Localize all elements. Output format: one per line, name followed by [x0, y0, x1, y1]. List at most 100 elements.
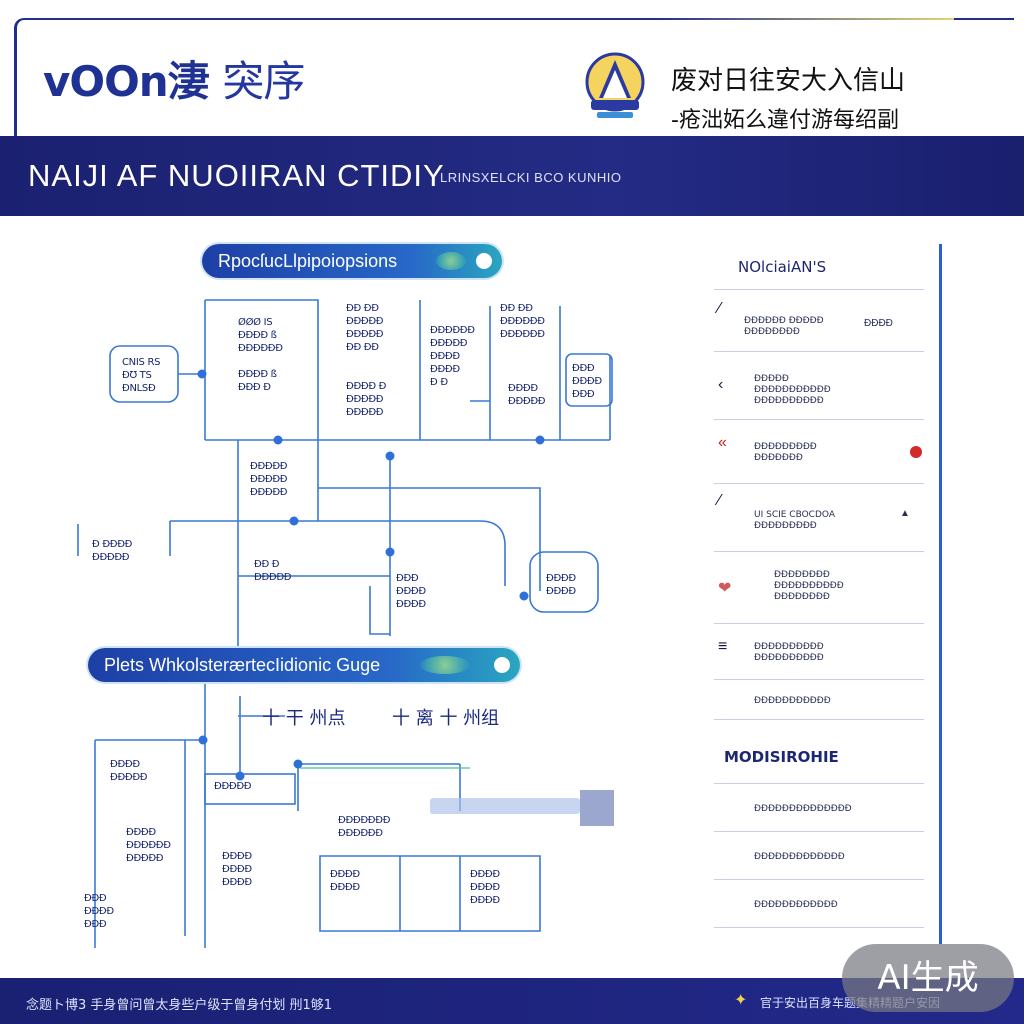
connector-dot — [385, 451, 395, 461]
leaf-icon — [436, 252, 466, 270]
left-node-box — [109, 345, 179, 403]
connector-lines — [77, 299, 614, 948]
pill-dot-icon — [494, 657, 510, 673]
table-node-box — [319, 855, 541, 932]
node-s2-d: ĐĐĐĐ ĐĐĐĐ ĐĐĐĐ — [222, 851, 252, 888]
connector-line — [205, 299, 319, 440]
connector-dot — [198, 735, 208, 745]
sidebar-divider — [714, 282, 924, 290]
brand-main-text: vOOn淒 — [43, 57, 210, 106]
banner-title: NAIJI AF NUOIIRAN CTIDIY — [28, 158, 445, 193]
brand-light-text: 突序 — [222, 57, 305, 106]
title-banner: NAIJI AF NUOIIRAN CTIDIY LRINSXELCKI BCO… — [0, 136, 1024, 216]
connector-dot — [289, 516, 299, 526]
blurred-icon — [580, 790, 614, 826]
pen-icon: ∕ — [718, 300, 721, 317]
connector-dot — [235, 771, 245, 781]
node-col4-bottom: ĐĐĐĐ ĐĐĐĐĐ — [508, 383, 546, 407]
node-s2-f: ĐĐĐĐĐĐĐ ĐĐĐĐĐĐ — [338, 815, 391, 839]
connector-line — [369, 586, 390, 635]
connector-line — [170, 520, 506, 586]
node-lower-a: ĐĐ Đ ĐĐĐĐĐ — [254, 559, 292, 583]
ai-generated-badge: AI生成 — [842, 944, 1014, 1012]
footer-logo-icon: ✦ — [734, 992, 748, 1009]
node-cjk-a: 十 干 州点 — [262, 708, 346, 729]
pill-dot-icon — [476, 253, 492, 269]
sidebar-row: ❤ ĐĐĐĐĐĐĐĐ ĐĐĐĐĐĐĐĐĐĐ ĐĐĐĐĐĐĐĐ — [714, 558, 924, 624]
pen-icon: ∕ — [718, 492, 721, 509]
node-s2-c: ĐĐĐĐ ĐĐĐĐĐĐ ĐĐĐĐĐ — [126, 827, 171, 864]
row-text: ĐĐĐĐĐĐ ĐĐĐĐĐ ĐĐĐĐĐĐĐĐ — [744, 316, 824, 337]
connector-dot — [197, 369, 207, 379]
node-mid: ĐĐĐĐĐ ĐĐĐĐĐ ĐĐĐĐĐ — [250, 461, 288, 498]
blurred-bar — [430, 798, 580, 814]
right-node-box — [565, 353, 613, 407]
sidebar-row: ‹ ĐĐĐĐĐ ĐĐĐĐĐĐĐĐĐĐĐ ĐĐĐĐĐĐĐĐĐĐ — [714, 360, 924, 420]
row-text: ĐĐĐĐĐĐĐĐĐ ĐĐĐĐĐĐĐ — [754, 442, 817, 463]
node-cjk-b: 十 离 十 州组 — [392, 708, 500, 729]
row-text: ĐĐĐĐĐĐĐĐĐĐ ĐĐĐĐĐĐĐĐĐĐ — [754, 642, 824, 663]
connector-dot — [519, 591, 529, 601]
node-col2-bottom: ĐĐĐĐ Đ ĐĐĐĐĐ ĐĐĐĐĐ — [346, 381, 387, 418]
sidebar-row: ∕ UI SCIE CBOCDOA ĐĐĐĐĐĐĐĐĐ ▲ — [714, 488, 924, 552]
node-left-side: Đ ĐĐĐĐ ĐĐĐĐĐ — [92, 539, 133, 563]
node-s2-a: ĐĐĐĐ ĐĐĐĐĐ — [110, 759, 148, 783]
org-name-line2: ‐疮泏妬么違付游每绍副 — [671, 108, 899, 133]
connector-dot — [535, 435, 545, 445]
sidebar-panel: NOlciaiAN'S ∕ ĐĐĐĐĐĐ ĐĐĐĐĐ ĐĐĐĐĐĐĐĐ ĐĐĐĐ… — [710, 236, 942, 956]
warning-icon: ▲ — [900, 508, 910, 519]
section-pill-label: Plets WhkolsterærtecIidionic Guge — [104, 655, 381, 675]
sidebar-heading-2: MODISIROHIE — [724, 748, 839, 766]
sidebar-row: « ĐĐĐĐĐĐĐĐĐ ĐĐĐĐĐĐĐ — [714, 426, 924, 484]
node-right: ĐĐĐ ĐĐĐĐ ĐĐĐ — [572, 363, 602, 400]
brand-logo-text: vOOn淒 突序 — [43, 48, 305, 109]
node-lower-b: ĐĐĐ ĐĐĐĐ ĐĐĐĐ — [396, 573, 426, 610]
node-left: CNIS RS ƉƱ TS ƉNLSƉ — [122, 357, 161, 394]
node-col3: ĐĐĐĐĐĐ ĐĐĐĐĐ ĐĐĐĐ ĐĐĐĐ Đ Đ — [430, 325, 475, 388]
sidebar-heading-1: NOlciaiAN'S — [738, 258, 827, 276]
node-s2-h: ĐĐĐĐ ĐĐĐĐ ĐĐĐĐ — [470, 869, 500, 906]
section-pill-guide: Plets WhkolsterærtecIidionic Guge — [88, 648, 520, 682]
double-chevron-icon: « — [718, 434, 727, 451]
footer-text: 念题ト博3 手身曾问曾太身些户级于曾身付划 刐1够1 — [26, 998, 333, 1013]
row-text: ĐĐĐĐĐĐĐĐĐĐĐĐ — [754, 900, 838, 910]
node-col1: ØØØ IS ĐĐĐĐ ß ĐĐĐĐĐĐ ĐĐĐĐ ß ĐĐĐ Đ — [238, 317, 283, 393]
lower-right-node-box — [529, 551, 599, 613]
node-s2-e: ĐĐĐ ĐĐĐĐ ĐĐĐ — [84, 893, 114, 930]
row-text: ĐĐĐĐĐĐĐĐĐĐĐĐĐĐ — [754, 804, 852, 814]
node-s2-g: ĐĐĐĐ ĐĐĐĐ — [330, 869, 360, 893]
connector-dot — [385, 547, 395, 557]
node-col4-top: ĐĐ ĐĐ ĐĐĐĐĐĐ ĐĐĐĐĐĐ — [500, 303, 545, 340]
row-text: UI SCIE CBOCDOA ĐĐĐĐĐĐĐĐĐ — [754, 510, 835, 531]
sidebar-row: ∕ ĐĐĐĐĐĐ ĐĐĐĐĐ ĐĐĐĐĐĐĐĐ ĐĐĐĐ — [714, 296, 924, 352]
row-text: ĐĐĐĐĐ ĐĐĐĐĐĐĐĐĐĐĐ ĐĐĐĐĐĐĐĐĐĐ — [754, 374, 831, 406]
row-text: ĐĐĐĐĐĐĐĐĐĐĐ — [754, 696, 831, 706]
row-mark: ĐĐĐĐ — [864, 318, 893, 329]
node-s2-b: ĐĐĐĐĐ — [214, 781, 252, 792]
row-text: ĐĐĐĐĐĐĐĐĐĐĐĐĐ — [754, 852, 845, 862]
connector-dot — [273, 435, 283, 445]
flow-diagram: RpocſucLlpipoiopsions Plets Whkolsterært… — [0, 216, 700, 956]
banner-subtitle: LRINSXELCKI BCO KUNHIO — [440, 170, 622, 185]
status-dot-icon — [910, 446, 922, 458]
connector-dot — [293, 759, 303, 769]
sidebar-row: ĐĐĐĐĐĐĐĐĐĐĐĐĐĐ — [714, 792, 924, 832]
leaf-icon — [420, 656, 470, 674]
sidebar-row: ĐĐĐĐĐĐĐĐĐĐĐ — [714, 688, 924, 720]
mid-node-box — [204, 773, 296, 805]
sidebar-row: ĐĐĐĐĐĐĐĐĐĐĐĐĐ — [714, 840, 924, 880]
top-header: vOOn淒 突序 废对日往安大入信山 ‐疮泏妬么違付游每绍副 — [14, 18, 1014, 136]
connector-line — [318, 487, 541, 591]
row-text: ĐĐĐĐĐĐĐĐ ĐĐĐĐĐĐĐĐĐĐ ĐĐĐĐĐĐĐĐ — [774, 570, 844, 602]
node-col2-top: ĐĐ ĐĐ ĐĐĐĐĐ ĐĐĐĐĐ ĐĐ ĐĐ — [346, 303, 384, 353]
sidebar-rail — [939, 244, 942, 944]
node-lower-right: ĐĐĐĐ ĐĐĐĐ — [546, 573, 576, 597]
sidebar-row: ĐĐĐĐĐĐĐĐĐĐĐĐ — [714, 888, 924, 928]
sidebar-row: ≡ ĐĐĐĐĐĐĐĐĐĐ ĐĐĐĐĐĐĐĐĐĐ — [714, 630, 924, 680]
section-pill-processes: RpocſucLlpipoiopsions — [202, 244, 502, 278]
org-name-line1: 废对日往安大入信山 — [671, 66, 906, 96]
heart-icon: ❤ — [718, 580, 732, 597]
emblem-icon — [585, 52, 645, 118]
section-pill-label: RpocſucLlpipoiopsions — [218, 251, 398, 271]
chevron-left-icon: ‹ — [718, 376, 724, 393]
